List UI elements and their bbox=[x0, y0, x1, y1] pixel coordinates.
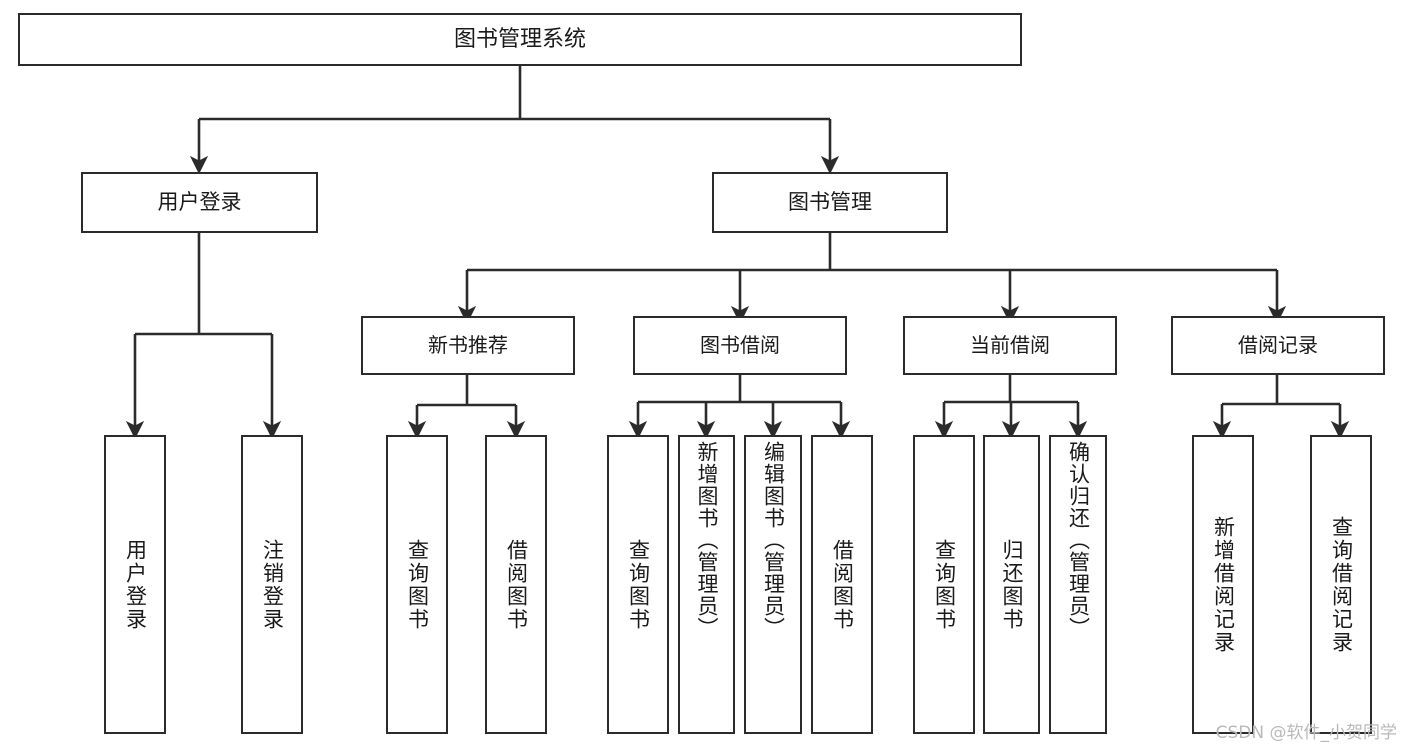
leaf-user-login[interactable]: 用户登录 bbox=[104, 435, 166, 734]
leaf-query-book-borrow[interactable]: 查询图书 bbox=[607, 435, 669, 734]
leaf-return-book[interactable]: 归还图书 bbox=[983, 435, 1040, 734]
node-book-management[interactable]: 图书管理 bbox=[712, 172, 948, 233]
node-label: 查询图书 bbox=[626, 538, 651, 631]
node-label: 当前借阅 bbox=[970, 333, 1050, 357]
node-root-book-management-system[interactable]: 图书管理系统 bbox=[18, 13, 1022, 66]
leaf-confirm-return-admin[interactable]: 确认归还（管理员） bbox=[1049, 435, 1107, 734]
node-label: 图书借阅 bbox=[700, 333, 780, 357]
leaf-query-book-current[interactable]: 查询图书 bbox=[913, 435, 975, 734]
node-label: 借阅图书 bbox=[504, 538, 529, 631]
node-user-login[interactable]: 用户登录 bbox=[81, 172, 318, 233]
node-label: 借阅记录 bbox=[1238, 333, 1318, 357]
node-borrowing-record[interactable]: 借阅记录 bbox=[1171, 316, 1385, 375]
node-label: 图书管理 bbox=[788, 190, 872, 215]
leaf-edit-book-admin[interactable]: 编辑图书（管理员） bbox=[744, 435, 802, 734]
node-new-book-recommendation[interactable]: 新书推荐 bbox=[361, 316, 575, 375]
leaf-add-book-admin[interactable]: 新增图书（管理员） bbox=[678, 435, 735, 734]
leaf-borrow-book-borrow[interactable]: 借阅图书 bbox=[811, 435, 873, 734]
node-label: 新增图书（管理员） bbox=[695, 441, 719, 639]
node-label: 新书推荐 bbox=[428, 333, 508, 357]
node-label: 查询图书 bbox=[932, 538, 957, 631]
node-label: 用户登录 bbox=[157, 190, 242, 215]
node-label: 新增借阅记录 bbox=[1211, 515, 1236, 654]
watermark-csdn: CSDN @软件_小贺同学 bbox=[1215, 723, 1397, 743]
leaf-query-book-newbook[interactable]: 查询图书 bbox=[386, 435, 448, 734]
node-label: 查询图书 bbox=[405, 538, 430, 631]
leaf-borrow-book-newbook[interactable]: 借阅图书 bbox=[485, 435, 547, 734]
node-label: 编辑图书（管理员） bbox=[761, 441, 786, 639]
node-current-borrowing[interactable]: 当前借阅 bbox=[903, 316, 1117, 375]
node-label: 注销登录 bbox=[260, 538, 285, 631]
node-label: 用户登录 bbox=[123, 538, 148, 631]
node-label: 查询借阅记录 bbox=[1329, 515, 1354, 654]
node-label: 图书管理系统 bbox=[453, 26, 586, 52]
leaf-add-borrow-record[interactable]: 新增借阅记录 bbox=[1192, 435, 1254, 734]
node-book-borrowing[interactable]: 图书借阅 bbox=[633, 316, 847, 375]
leaf-logout[interactable]: 注销登录 bbox=[241, 435, 303, 734]
node-label: 归还图书 bbox=[1000, 538, 1024, 631]
node-label: 确认归还（管理员） bbox=[1066, 441, 1091, 639]
leaf-query-borrow-record[interactable]: 查询借阅记录 bbox=[1310, 435, 1372, 734]
node-label: 借阅图书 bbox=[830, 538, 855, 631]
